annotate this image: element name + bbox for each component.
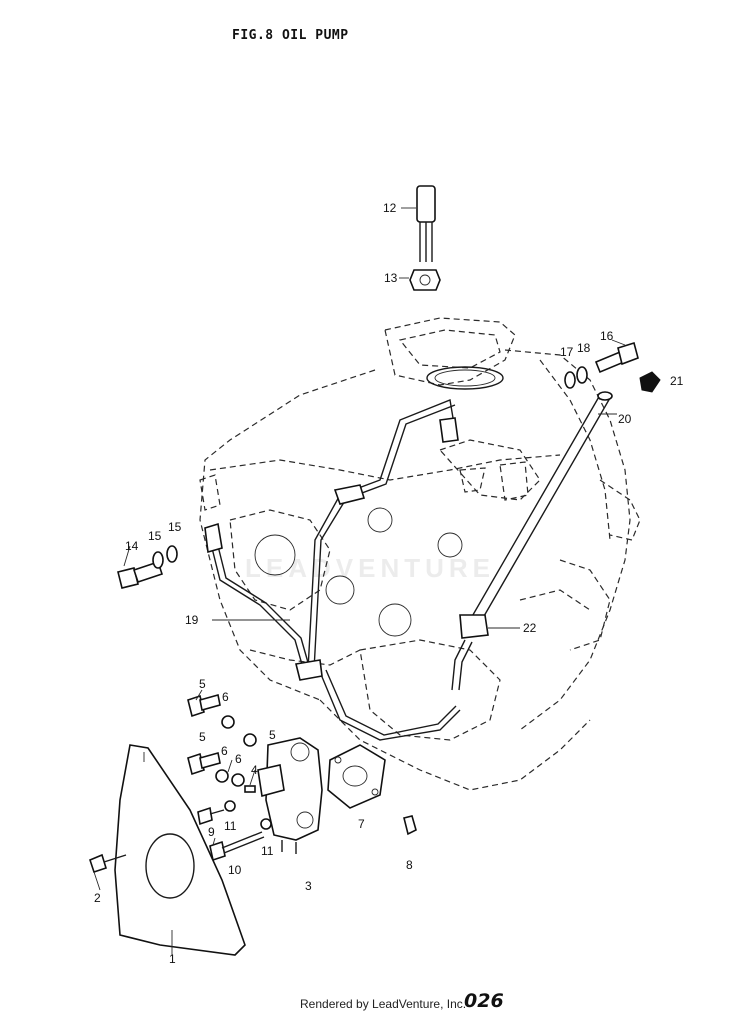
cover-plate-part-1 — [114, 744, 246, 956]
callout-18: 18 — [577, 341, 591, 355]
callout-3: 3 — [305, 879, 312, 893]
callout-9: 9 — [208, 825, 215, 839]
oil-pipe-part-20 — [459, 391, 617, 639]
callout-5-b: 5 — [269, 728, 276, 742]
washer-part-17 — [564, 371, 576, 389]
callout-22: 22 — [523, 621, 537, 635]
callout-5-a: 5 — [199, 677, 206, 691]
washer-part-15-b — [166, 545, 178, 563]
washer-part-6-a — [221, 715, 235, 729]
bolt-part-5-a — [187, 693, 221, 718]
watermark-text: LEADVENTURE — [245, 553, 496, 583]
oil-pipe-part-19 — [204, 399, 461, 741]
callout-10: 10 — [228, 863, 242, 877]
washer-part-6-d — [231, 773, 245, 787]
callout-14: 14 — [125, 539, 139, 553]
callout-16: 16 — [600, 329, 614, 343]
callout-15-b: 15 — [168, 520, 182, 534]
bolt-part-12 — [401, 185, 436, 262]
nut-part-13 — [399, 269, 441, 291]
washer-part-6-b — [243, 733, 257, 747]
callout-4: 4 — [251, 763, 258, 777]
callout-11-b: 11 — [261, 844, 274, 858]
callout-6-b: 6 — [221, 744, 228, 758]
callout-1: 1 — [169, 952, 176, 966]
screw-part-9 — [197, 806, 225, 826]
page-number: 026 — [464, 990, 504, 1012]
banjo-bolt-part-16 — [594, 339, 639, 374]
hose-connector-part-22 — [451, 627, 520, 691]
callout-13: 13 — [384, 271, 398, 285]
callout-5-c: 5 — [199, 730, 206, 744]
callout-20: 20 — [618, 412, 632, 426]
union-fitting-part-21 — [639, 371, 661, 393]
callout-21: 21 — [670, 374, 684, 388]
bolt-part-10 — [209, 831, 265, 862]
callout-19: 19 — [185, 613, 199, 627]
washer-part-6-c — [215, 769, 229, 783]
callout-6-a: 6 — [222, 690, 229, 704]
crankcase-outline — [199, 317, 641, 791]
footer-credit: Rendered by LeadVenture, Inc. — [300, 997, 467, 1011]
washer-part-11-b — [260, 818, 272, 830]
callout-11-a: 11 — [224, 819, 237, 833]
washer-part-18 — [576, 366, 588, 384]
callout-15-a: 15 — [148, 529, 162, 543]
washer-part-15-a — [152, 551, 164, 569]
callout-12: 12 — [383, 201, 397, 215]
figure-title: FIG.8 OIL PUMP — [232, 28, 349, 43]
callout-2: 2 — [94, 891, 101, 905]
callout-6-c: 6 — [235, 752, 242, 766]
gasket-part-7 — [327, 744, 386, 809]
pin-part-4 — [244, 785, 256, 793]
oil-pump-body-part-3 — [257, 737, 323, 854]
callout-7: 7 — [358, 817, 365, 831]
washer-part-11-a — [224, 800, 236, 812]
nipple-part-8 — [403, 815, 417, 836]
bolt-part-5-b — [187, 751, 221, 776]
callout-8: 8 — [406, 858, 413, 872]
callout-17: 17 — [560, 345, 574, 359]
bolt-part-2 — [89, 853, 127, 874]
leader-lines — [93, 545, 256, 891]
